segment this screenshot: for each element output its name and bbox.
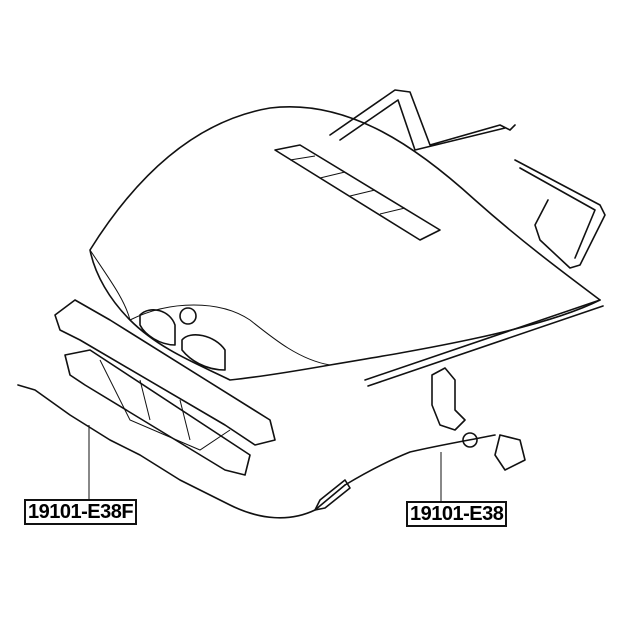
hood-drawing xyxy=(89,106,601,381)
radiator-support-drawing xyxy=(54,299,276,476)
part-label-19101-E38[interactable]: 19101-E38 xyxy=(406,501,508,527)
hood-seal-drawing xyxy=(329,89,606,387)
release-cable-drawing xyxy=(17,384,526,519)
hood-latch-drawing xyxy=(431,367,466,431)
part-label-19101-E38F[interactable]: 19101-E38F xyxy=(24,499,138,525)
